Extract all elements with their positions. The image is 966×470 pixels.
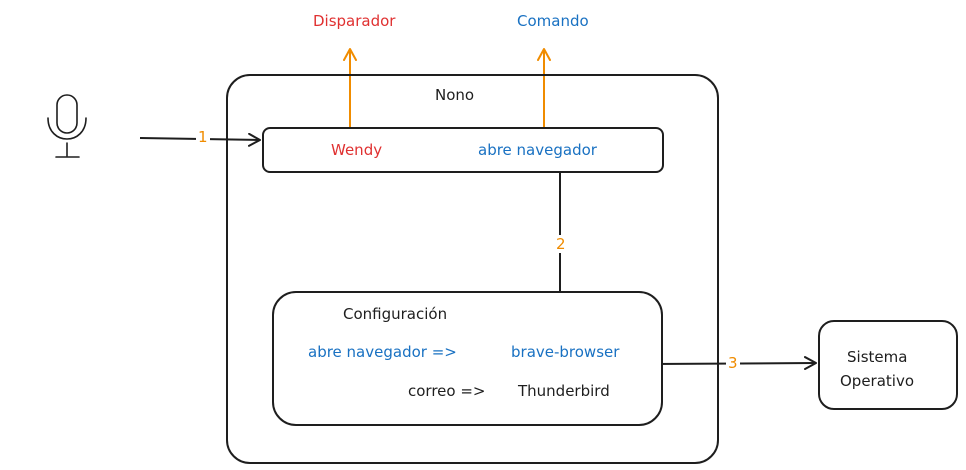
- microphone-icon: [47, 94, 87, 158]
- voice-input-box: [262, 127, 664, 173]
- os-box: [818, 320, 958, 410]
- command-label: Comando: [517, 12, 589, 30]
- spoken-command-label: abre navegador: [478, 141, 597, 159]
- wake-word-label: Wendy: [331, 141, 383, 159]
- config-box: [272, 291, 663, 426]
- mapping-1-value: brave-browser: [511, 343, 620, 361]
- config-title: Configuración: [343, 305, 448, 323]
- step-2-label: 2: [553, 235, 569, 253]
- mapping-1-key: abre navegador =>: [308, 343, 457, 361]
- mapping-2-key: correo =>: [408, 382, 486, 400]
- step-1-label: 1: [196, 128, 210, 146]
- nono-title: Nono: [435, 86, 475, 104]
- mapping-2-value: Thunderbird: [518, 382, 610, 400]
- step-3-label: 3: [726, 354, 740, 372]
- os-label-line2: Operativo: [840, 372, 915, 390]
- os-label-line1: Sistema: [847, 348, 908, 366]
- trigger-label: Disparador: [313, 12, 396, 30]
- nono-container: [226, 74, 719, 464]
